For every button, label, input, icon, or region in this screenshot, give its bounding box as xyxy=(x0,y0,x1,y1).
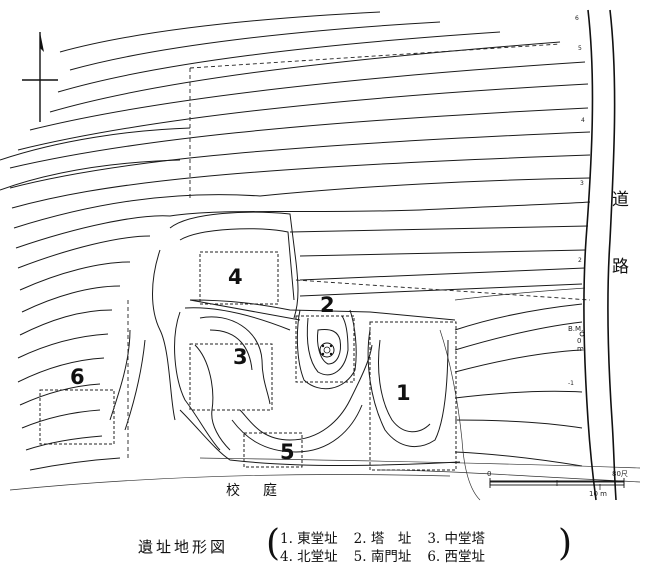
north-arrow-icon xyxy=(22,32,58,122)
contour-label-6: 6 xyxy=(575,15,579,22)
legend-entry: 4. 北堂址 xyxy=(280,549,338,565)
contour-label-4: 4 xyxy=(581,117,585,124)
legend-row: 4. 北堂址 5. 南門址 6. 西堂址 xyxy=(280,545,485,565)
pagoda-foundation-icon xyxy=(319,342,335,358)
legend-entry: 3. 中堂塔 xyxy=(427,531,486,547)
contour-label-5: 5 xyxy=(578,45,582,52)
legend-entry: 1. 東堂址 xyxy=(280,531,338,547)
yard-label-char-1: 校 xyxy=(226,482,240,499)
legend-entry: 5. 南門址 xyxy=(353,549,412,565)
scale-top-start: 0 xyxy=(487,470,491,478)
contour-label-minus-1: -1 xyxy=(568,380,574,387)
site-number-1: 1 xyxy=(396,381,411,405)
site-number-6: 6 xyxy=(70,365,85,389)
benchmark-unit: m xyxy=(577,345,584,353)
caption-title: 遺址地形図 xyxy=(138,538,229,556)
caption-bracket-left: ( xyxy=(266,523,281,564)
contour-lines-upper xyxy=(0,11,591,471)
contour-label-2: 2 xyxy=(578,257,582,264)
legend-row: 1. 東堂址 2. 塔 址 3. 中堂塔 xyxy=(280,527,485,547)
contour-lines-right xyxy=(9,303,641,491)
survey-lines xyxy=(127,43,591,460)
site-number-5: 5 xyxy=(280,440,295,464)
road-label-char-1: 道 xyxy=(612,190,629,210)
benchmark-label: B.M. xyxy=(568,325,583,333)
site-number-2: 2 xyxy=(320,293,335,317)
site-boundaries xyxy=(39,251,457,471)
yard-label-char-2: 庭 xyxy=(263,482,277,499)
scale-top-end: 80尺 xyxy=(612,470,628,478)
site-number-3: 3 xyxy=(233,345,248,369)
legend-entry: 2. 塔 址 xyxy=(353,531,412,547)
caption-bracket-right: ) xyxy=(558,523,573,564)
site-5-boundary xyxy=(243,432,303,468)
site-6-boundary xyxy=(39,389,115,445)
scale-bar: 0 80尺 10 m xyxy=(487,470,628,498)
site-3-boundary xyxy=(189,343,273,411)
road-label-char-2: 路 xyxy=(612,257,629,277)
road-lines xyxy=(583,9,617,501)
benchmark-marker: B.M. 0 m xyxy=(568,325,585,353)
scale-bottom-end: 10 m xyxy=(589,490,607,498)
terrace-outlines xyxy=(109,211,586,501)
site-2-boundary xyxy=(295,315,355,383)
site-1-boundary xyxy=(369,321,457,471)
benchmark-zero: 0 xyxy=(577,337,581,345)
figure-caption: 遺址地形図 ( 1. 東堂址 2. 塔 址 3. 中堂塔 4. 北堂址 5. 南… xyxy=(118,524,588,568)
legend-entry: 6. 西堂址 xyxy=(427,549,486,565)
site-number-4: 4 xyxy=(228,265,243,289)
contour-label-3: 3 xyxy=(580,180,584,187)
